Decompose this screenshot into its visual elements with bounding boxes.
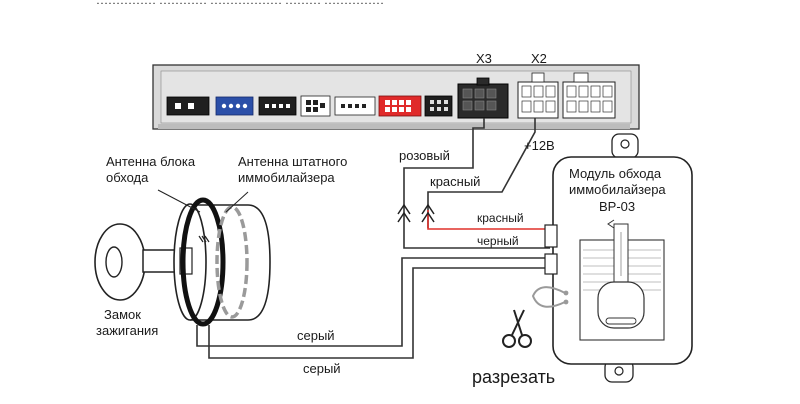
bypass-antenna-label-line2: обхода: [106, 170, 149, 185]
scissors-icon: [502, 309, 532, 348]
wire-label-red-top: красный: [430, 174, 480, 189]
connector-socket-black-wide: [258, 96, 297, 116]
wire-label-gray-lower: серый: [303, 361, 341, 376]
bypass-antenna-ring: [180, 197, 226, 327]
connector-socket-1: [166, 96, 210, 116]
connector-x2: [517, 72, 559, 119]
cut-label: разрезать: [472, 367, 555, 387]
antenna-coil: [198, 235, 210, 243]
connector-socket-white-small: [300, 95, 331, 117]
stock-antenna-ring: [215, 205, 249, 319]
wire-label-red-bottom: красный: [477, 211, 524, 225]
top-cropped-text: …………… ………… ……………… ……… ……………: [96, 0, 384, 7]
wire-red: [427, 210, 552, 230]
stock-antenna-label-line1: Антенна штатного: [238, 154, 347, 169]
connector-x2-label: X2: [531, 51, 547, 66]
ignition-label-line1: Замок: [104, 307, 141, 322]
module-label-line1: Модуль обхода: [569, 166, 662, 181]
connector-socket-white-4pin: [562, 72, 616, 119]
ignition-label-line2: зажигания: [96, 323, 158, 338]
wire-label-plus12: +12B: [524, 138, 555, 153]
wire-pink-black: [403, 118, 550, 249]
module-label-line3: BP-03: [599, 199, 635, 214]
bypass-antenna-label-line1: Антенна блока: [106, 154, 196, 169]
connector-socket-red: [378, 95, 422, 117]
key-icon: [597, 219, 645, 329]
wire-gray-lower: [208, 267, 552, 359]
stock-antenna-label-line2: иммобилайзера: [238, 170, 335, 185]
wire-label-gray-upper: серый: [297, 328, 335, 343]
wire-label-black: черный: [477, 234, 519, 248]
connector-socket-white-wide: [334, 96, 376, 116]
connector-x3-label: X3: [476, 51, 492, 66]
arrow-up-icon-red: [421, 203, 435, 223]
module-label-line2: иммобилайзера: [569, 182, 666, 197]
pointer-bypass-antenna: [157, 189, 201, 213]
cut-loop: [531, 286, 569, 308]
ignition-key: [94, 223, 184, 301]
connector-socket-black-small: [424, 95, 453, 117]
wire-gray-upper: [196, 257, 552, 347]
connector-x3: [457, 77, 509, 119]
wire-label-pink: розовый: [399, 148, 450, 163]
pointer-stock-antenna: [225, 191, 249, 213]
connector-socket-blue: [215, 96, 254, 116]
arrow-up-icon: [397, 203, 411, 223]
